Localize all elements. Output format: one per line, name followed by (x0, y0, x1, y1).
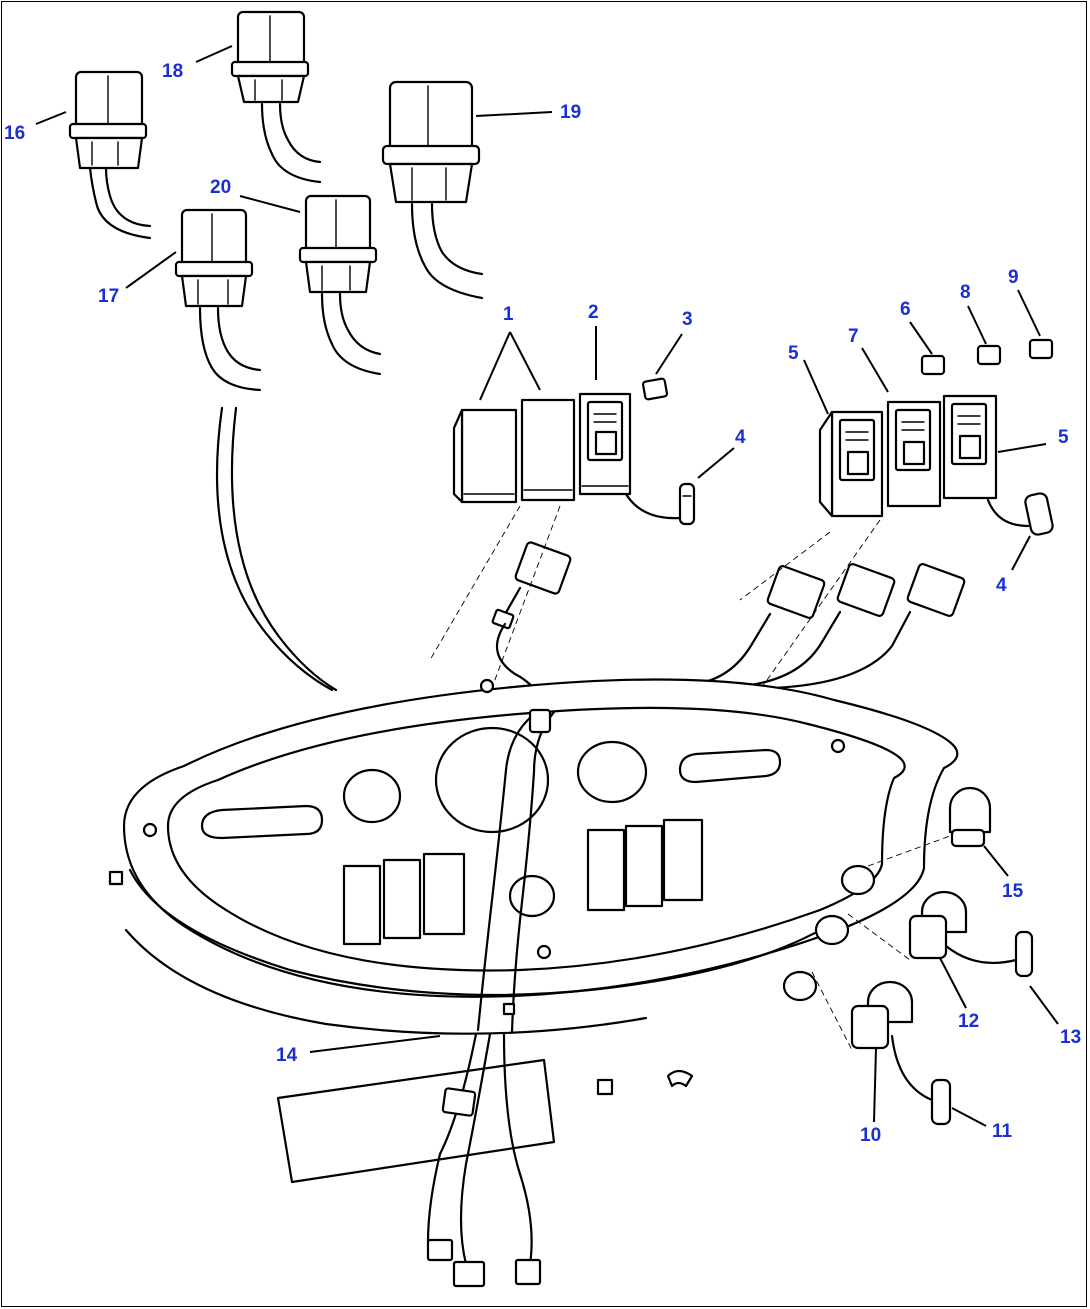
callout-18: 18 (162, 61, 184, 82)
instrument-panel (108, 678, 959, 1035)
lens-3 (641, 377, 669, 401)
bulb-11-wire (890, 1034, 934, 1102)
callout-7: 7 (848, 326, 859, 347)
bulb-4-right-wire (986, 498, 1030, 528)
relay-20 (298, 194, 382, 376)
bulb-13-wire (944, 944, 1018, 964)
switch-connector-3 (740, 563, 896, 688)
bulb-11 (930, 1078, 952, 1126)
guide-line-3 (739, 531, 831, 601)
rocker-switch-5-right (942, 394, 998, 500)
relay-17 (174, 208, 262, 392)
callout-20: 20 (210, 177, 232, 198)
callout-16: 16 (4, 123, 26, 144)
lamp-guide-15 (867, 835, 951, 867)
clip-a (596, 1078, 614, 1096)
callout-5b: 5 (1058, 427, 1069, 448)
blank-switch-1b (520, 398, 576, 502)
relay-19 (381, 80, 484, 300)
bulb-4-left-wire (624, 492, 682, 520)
rocker-switch-5-left (818, 410, 884, 518)
indicator-lamp-15 (948, 786, 992, 848)
harness-connectors (426, 1032, 542, 1288)
callout-11: 11 (992, 1121, 1013, 1142)
bulb-13 (1014, 930, 1034, 978)
lens-6 (920, 354, 946, 376)
rocker-switch-2 (578, 392, 632, 496)
rocker-switch-7 (886, 400, 942, 508)
bulb-4-right (1024, 492, 1054, 536)
callout-13: 13 (1060, 1027, 1082, 1048)
callout-4a: 4 (735, 427, 746, 448)
leader-lines (35, 45, 1059, 1127)
callout-2: 2 (588, 302, 599, 323)
lamp-guide-10 (811, 971, 853, 1051)
callout-12: 12 (958, 1011, 980, 1032)
decal-14 (276, 1058, 556, 1184)
harness-wire-left-2 (230, 406, 338, 692)
callout-5a: 5 (788, 343, 799, 364)
callout-6: 6 (900, 299, 911, 320)
callout-9: 9 (1008, 267, 1019, 288)
callout-10: 10 (860, 1125, 882, 1146)
guide-line-1 (429, 505, 521, 661)
callout-19: 19 (560, 102, 582, 123)
relay-18 (230, 10, 322, 184)
lamp-lens-12 (814, 914, 850, 946)
indicator-lamp-12 (908, 890, 968, 960)
bulb-4-left (678, 482, 696, 526)
lens-8 (976, 344, 1002, 366)
lamp-lens-15 (840, 864, 876, 896)
switch-connector-4 (770, 563, 966, 690)
lamp-guide-12 (847, 913, 911, 961)
switch-connector-2 (694, 565, 826, 686)
relay-16 (68, 70, 152, 240)
harness-wire-left (215, 406, 334, 692)
clip-b (666, 1069, 694, 1088)
callout-15: 15 (1002, 881, 1024, 902)
callout-8: 8 (960, 282, 971, 303)
callout-1: 1 (503, 304, 514, 325)
indicator-lamp-10 (850, 980, 914, 1050)
switch-connector-1 (491, 541, 572, 630)
callout-17: 17 (98, 286, 120, 307)
callout-4b: 4 (996, 575, 1007, 596)
blank-switch-1a (452, 408, 518, 504)
lens-9 (1028, 338, 1054, 360)
callout-14: 14 (276, 1045, 298, 1066)
callout-3: 3 (682, 309, 693, 330)
lamp-lens-10 (782, 970, 818, 1002)
